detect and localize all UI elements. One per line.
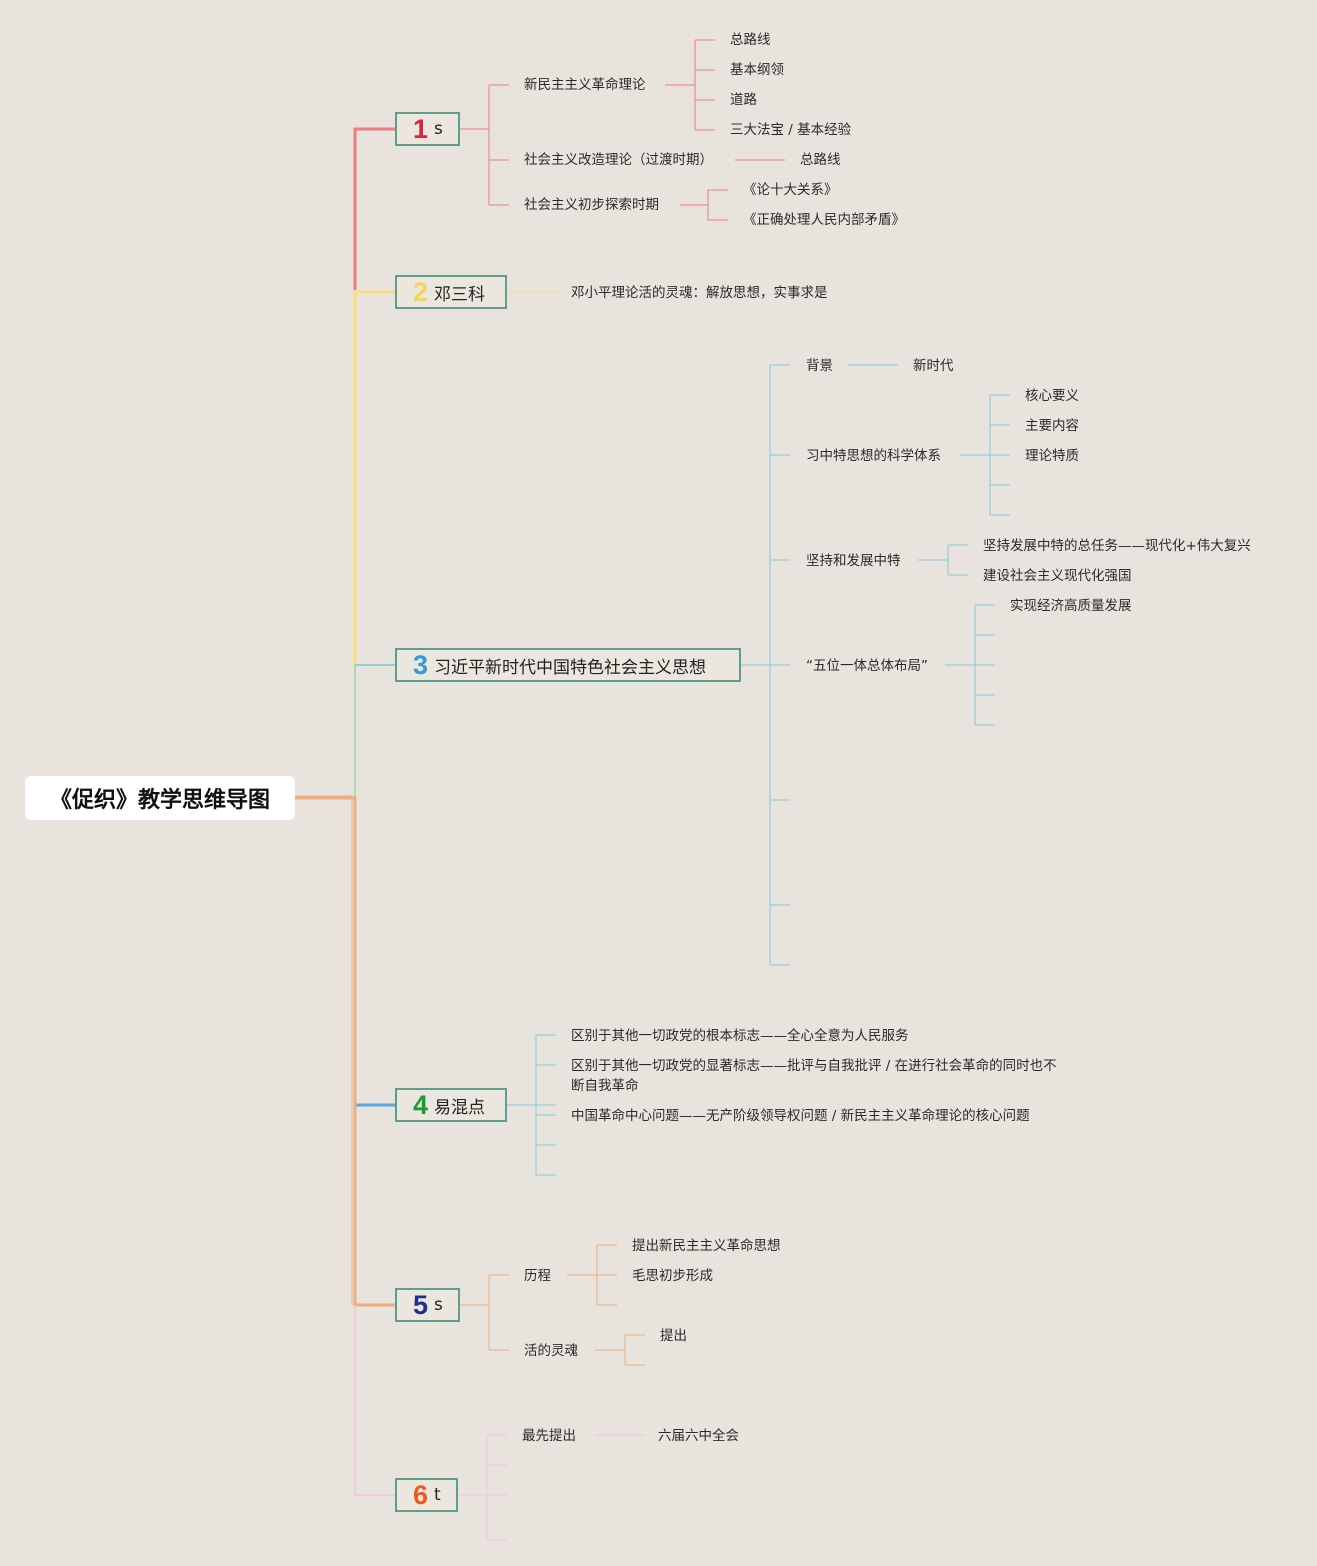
branch-6-label: t bbox=[434, 1485, 441, 1505]
topic-general-line[interactable]: 总路线 bbox=[730, 32, 771, 48]
branch-3-number: 3 bbox=[413, 649, 429, 680]
branch-6-number: 6 bbox=[413, 1479, 429, 1510]
branch-4[interactable]: 4 易混点 bbox=[395, 1088, 507, 1122]
topic-five-in-one[interactable]: “五位一体总体布局” bbox=[806, 658, 928, 674]
branch-6[interactable]: 6 t bbox=[395, 1478, 458, 1512]
branch-1-label: s bbox=[434, 119, 443, 139]
topic-sixth-plenary[interactable]: 六届六中全会 bbox=[658, 1428, 739, 1444]
topic-living-soul[interactable]: 活的灵魂 bbox=[524, 1343, 578, 1359]
topic-three-magic-weapons[interactable]: 三大法宝 / 基本经验 bbox=[730, 122, 852, 138]
topic-fundamental-mark[interactable]: 区别于其他一切政党的根本标志——全心全意为人民服务 bbox=[571, 1028, 909, 1044]
topic-deng-living-soul[interactable]: 邓小平理论活的灵魂：解放思想，实事求是 bbox=[571, 285, 828, 301]
topic-ten-relations[interactable]: 《论十大关系》 bbox=[743, 182, 838, 198]
topic-core-essence[interactable]: 核心要义 bbox=[1025, 388, 1079, 404]
branch6-lines bbox=[458, 1434, 645, 1541]
topic-uphold-develop[interactable]: 坚持和发展中特 bbox=[806, 553, 901, 569]
trunk-line-root bbox=[295, 795, 353, 1305]
topic-high-quality-development[interactable]: 实现经济高质量发展 bbox=[1010, 598, 1132, 614]
root-title[interactable]: 《促织》教学思维导图 bbox=[25, 776, 295, 820]
branch3-lines bbox=[741, 364, 1010, 966]
branch-2-label: 邓三科 bbox=[434, 284, 486, 305]
topic-mao-thought-formed[interactable]: 毛思初步形成 bbox=[632, 1268, 713, 1284]
trunk-line-6 bbox=[354, 1305, 395, 1496]
topic-proposed[interactable]: 提出 bbox=[660, 1328, 687, 1344]
branch-5-number: 5 bbox=[413, 1289, 429, 1320]
trunk-line-5 bbox=[295, 796, 395, 1307]
topic-first-proposed[interactable]: 最先提出 bbox=[522, 1428, 576, 1444]
topic-new-democracy-theory[interactable]: 新民主主义革命理论 bbox=[524, 77, 646, 93]
branch-5[interactable]: 5 s bbox=[395, 1288, 460, 1322]
branch-2-number: 2 bbox=[413, 276, 429, 307]
topic-socialist-transformation[interactable]: 社会主义改造理论（过渡时期） bbox=[524, 152, 713, 168]
branch-5-label: s bbox=[434, 1295, 443, 1315]
branch-1[interactable]: 1 s bbox=[395, 112, 460, 146]
branch-3[interactable]: 3 习近平新时代中国特色社会主义思想 bbox=[395, 648, 741, 682]
topic-internal-contradictions[interactable]: 《正确处理人民内部矛盾》 bbox=[743, 212, 905, 228]
topic-theoretical-character[interactable]: 理论特质 bbox=[1025, 448, 1079, 464]
trunk-line-3 bbox=[354, 664, 395, 798]
branch-2[interactable]: 2 邓三科 bbox=[395, 275, 507, 309]
topic-background[interactable]: 背景 bbox=[806, 358, 833, 374]
topic-scientific-system[interactable]: 习中特思想的科学体系 bbox=[806, 448, 941, 464]
topic-basic-program[interactable]: 基本纲领 bbox=[730, 62, 784, 78]
trunk-line-1 bbox=[353, 127, 395, 290]
branch4-lines bbox=[507, 1034, 556, 1176]
branch-4-number: 4 bbox=[413, 1089, 429, 1120]
topic-overall-task[interactable]: 坚持发展中特的总任务——现代化+伟大复兴 bbox=[983, 538, 1251, 554]
topic-central-question[interactable]: 中国革命中心问题——无产阶级领导权问题 / 新民主主义革命理论的核心问题 bbox=[571, 1108, 1030, 1124]
branch5-lines bbox=[460, 1244, 645, 1366]
topic-history[interactable]: 历程 bbox=[524, 1268, 551, 1284]
branch1-lines bbox=[460, 39, 785, 221]
topic-main-content[interactable]: 主要内容 bbox=[1025, 418, 1079, 434]
branch-1-number: 1 bbox=[413, 113, 429, 144]
topic-propose-new-democracy[interactable]: 提出新民主主义革命思想 bbox=[632, 1238, 781, 1254]
topic-distinct-mark[interactable]: 区别于其他一切政党的显著标志——批评与自我批评 / 在进行社会革命的同时也不断自… bbox=[571, 1058, 1057, 1094]
topic-socialist-exploration[interactable]: 社会主义初步探索时期 bbox=[524, 197, 659, 213]
branch-4-label: 易混点 bbox=[434, 1097, 486, 1118]
topic-build-strong-country[interactable]: 建设社会主义现代化强国 bbox=[983, 568, 1132, 584]
topic-general-line-2[interactable]: 总路线 bbox=[800, 152, 841, 168]
branch-3-label: 习近平新时代中国特色社会主义思想 bbox=[434, 657, 707, 678]
topic-new-era[interactable]: 新时代 bbox=[913, 358, 954, 374]
trunk-line-2 bbox=[353, 290, 395, 665]
topic-road[interactable]: 道路 bbox=[730, 92, 757, 108]
